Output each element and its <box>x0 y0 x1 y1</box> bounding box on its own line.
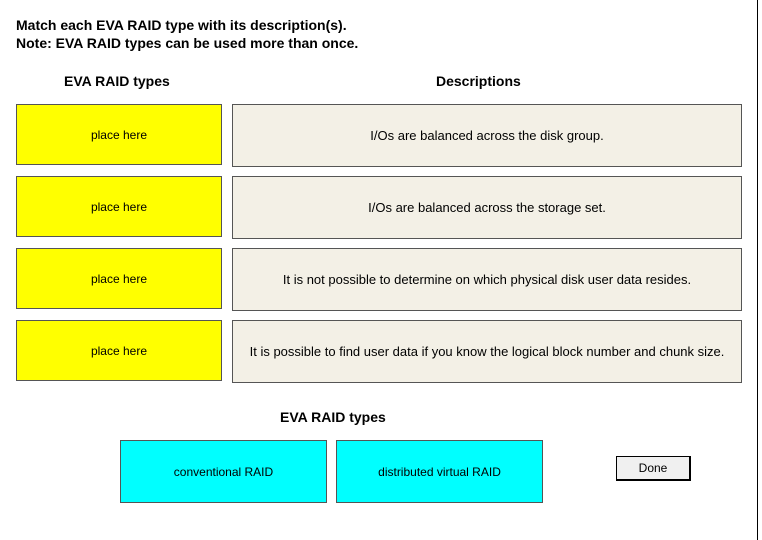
drop-target-label: place here <box>90 343 148 358</box>
done-button[interactable]: Done <box>616 456 691 481</box>
source-item-conventional-raid[interactable]: conventional RAID <box>120 440 327 503</box>
source-item-label: conventional RAID <box>173 464 274 479</box>
drop-target-3[interactable]: place here <box>16 248 222 309</box>
drop-target-label: place here <box>90 127 148 142</box>
drop-target-label: place here <box>90 199 148 214</box>
drop-target-2[interactable]: place here <box>16 176 222 237</box>
drop-target-4[interactable]: place here <box>16 320 222 381</box>
drop-target-1[interactable]: place here <box>16 104 222 165</box>
description-text: It is possible to find user data if you … <box>249 344 725 359</box>
description-text: I/Os are balanced across the storage set… <box>368 200 606 215</box>
right-border-line <box>757 0 758 540</box>
instructions: Match each EVA RAID type with its descri… <box>16 16 358 52</box>
description-text: I/Os are balanced across the disk group. <box>370 128 604 143</box>
description-text: It is not possible to determine on which… <box>282 272 692 287</box>
instruction-line-1: Match each EVA RAID type with its descri… <box>16 17 347 33</box>
description-4: It is possible to find user data if you … <box>232 320 742 383</box>
source-item-label: distributed virtual RAID <box>378 464 501 479</box>
description-3: It is not possible to determine on which… <box>232 248 742 311</box>
description-2: I/Os are balanced across the storage set… <box>232 176 742 239</box>
types-column-header: EVA RAID types <box>64 73 170 89</box>
source-item-distributed-virtual-raid[interactable]: distributed virtual RAID <box>336 440 543 503</box>
description-1: I/Os are balanced across the disk group. <box>232 104 742 167</box>
instruction-line-2: Note: EVA RAID types can be used more th… <box>16 35 359 51</box>
source-items-header: EVA RAID types <box>280 409 386 425</box>
descriptions-column-header: Descriptions <box>436 73 521 89</box>
drop-target-label: place here <box>90 271 148 286</box>
